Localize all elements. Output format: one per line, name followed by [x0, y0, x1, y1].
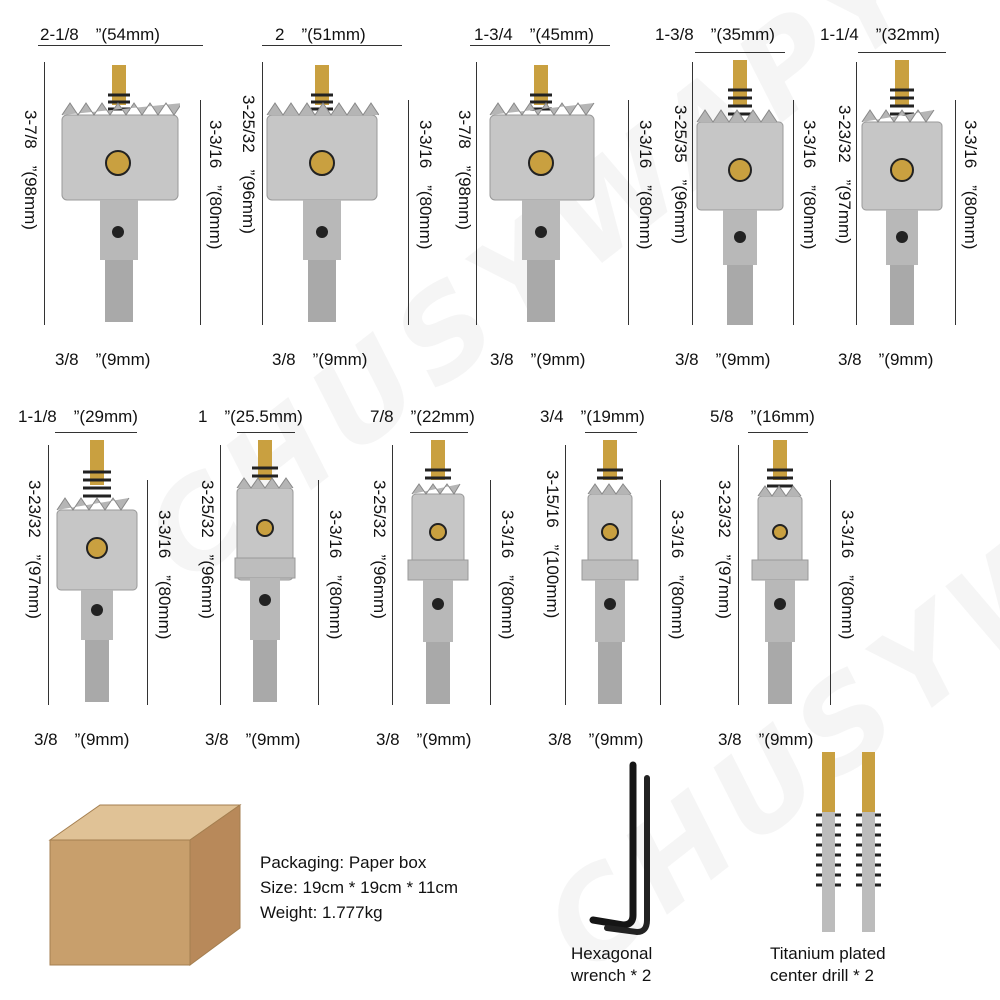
diameter-label: 1 ”(25.5mm) — [198, 407, 303, 426]
total-length-label: 3-7/8 ”(98mm) — [455, 110, 474, 230]
body-length-label: 3-3/16 ”(80mm) — [498, 510, 517, 640]
total-length-label: 3-25/32 ”(96mm) — [198, 480, 217, 619]
diameter-label: 2-1/8 ”(54mm) — [40, 25, 160, 44]
center-drill-caption-line1: Titanium plated — [770, 944, 886, 963]
diameter-label: 1-3/4 ”(45mm) — [474, 25, 594, 44]
shank-label: 3/8 ”(9mm) — [838, 350, 934, 369]
wrench-caption-line1: Hexagonal — [571, 944, 653, 963]
diameter-label: 7/8 ”(22mm) — [370, 407, 475, 426]
packaging-type: Packaging: Paper box — [260, 853, 427, 872]
total-length-label: 3-23/32 ”(97mm) — [25, 480, 44, 619]
body-length-label: 3-3/16 ”(80mm) — [961, 120, 980, 250]
center-drill-caption: Titanium plated center drill * 2 — [770, 943, 886, 987]
packaging-info: Packaging: Paper box Size: 19cm * 19cm *… — [260, 850, 458, 925]
shank-label: 3/8 ”(9mm) — [376, 730, 472, 749]
total-length-label: 3-23/32 ”(97mm) — [715, 480, 734, 619]
total-length-label: 3-25/35 ”(96mm) — [671, 105, 690, 244]
diameter-label: 1-1/4 ”(32mm) — [820, 25, 940, 44]
shank-label: 3/8 ”(9mm) — [272, 350, 368, 369]
diameter-label: 5/8 ”(16mm) — [710, 407, 815, 426]
body-length-label: 3-3/16 ”(80mm) — [800, 120, 819, 250]
hole-saw-19mm-image — [581, 440, 639, 704]
hole-saw-51mm-image — [266, 65, 379, 322]
body-length-label: 3-3/16 ”(80mm) — [206, 120, 225, 250]
hole-saw-16mm-image — [751, 440, 809, 704]
body-length-label: 3-3/16 ”(80mm) — [326, 510, 345, 640]
packaging-weight: Weight: 1.777kg — [260, 903, 383, 922]
hole-saw-22mm-image — [407, 440, 469, 704]
hole-saw-54mm-image — [61, 65, 180, 322]
hole-saw-29mm-image — [56, 440, 138, 702]
total-length-label: 3-15/16 ”(100mm) — [543, 470, 562, 619]
total-length-label: 3-25/32 ”(96mm) — [239, 95, 258, 234]
shank-label: 3/8 ”(9mm) — [34, 730, 130, 749]
body-length-label: 3-3/16 ”(80mm) — [155, 510, 174, 640]
body-length-label: 3-3/16 ”(80mm) — [838, 510, 857, 640]
body-length-label: 3-3/16 ”(80mm) — [416, 120, 435, 250]
paper-box-image — [48, 804, 242, 966]
wrench-caption-line2: wrench * 2 — [571, 966, 652, 985]
shank-label: 3/8 ”(9mm) — [675, 350, 771, 369]
wrench-caption: Hexagonal wrench * 2 — [571, 943, 652, 987]
body-length-label: 3-3/16 ”(80mm) — [668, 510, 687, 640]
shank-label: 3/8 ”(9mm) — [55, 350, 151, 369]
diameter-label: 3/4 ”(19mm) — [540, 407, 645, 426]
center-drill-image — [816, 752, 881, 932]
total-length-label: 3-25/32 ”(96mm) — [370, 480, 389, 619]
diameter-label: 1-3/8 ”(35mm) — [655, 25, 775, 44]
total-length-label: 3-7/8 ”(98mm) — [21, 110, 40, 230]
hole-saw-25-5mm-image — [234, 440, 296, 702]
hex-wrench-image — [589, 761, 650, 936]
shank-label: 3/8 ”(9mm) — [490, 350, 586, 369]
shank-label: 3/8 ”(9mm) — [548, 730, 644, 749]
total-length-label: 3-23/32 ”(97mm) — [835, 105, 854, 244]
shank-label: 3/8 ”(9mm) — [205, 730, 301, 749]
body-length-label: 3-3/16 ”(80mm) — [636, 120, 655, 250]
diameter-label: 1-1/8 ”(29mm) — [18, 407, 138, 426]
packaging-size: Size: 19cm * 19cm * 11cm — [260, 878, 459, 897]
hole-saw-45mm-image — [489, 65, 595, 322]
diameter-label: 2 ”(51mm) — [275, 25, 366, 44]
shank-label: 3/8 ”(9mm) — [718, 730, 814, 749]
hole-saw-35mm-image — [696, 60, 784, 325]
hole-saw-32mm-image — [861, 60, 943, 325]
center-drill-caption-line2: center drill * 2 — [770, 966, 874, 985]
